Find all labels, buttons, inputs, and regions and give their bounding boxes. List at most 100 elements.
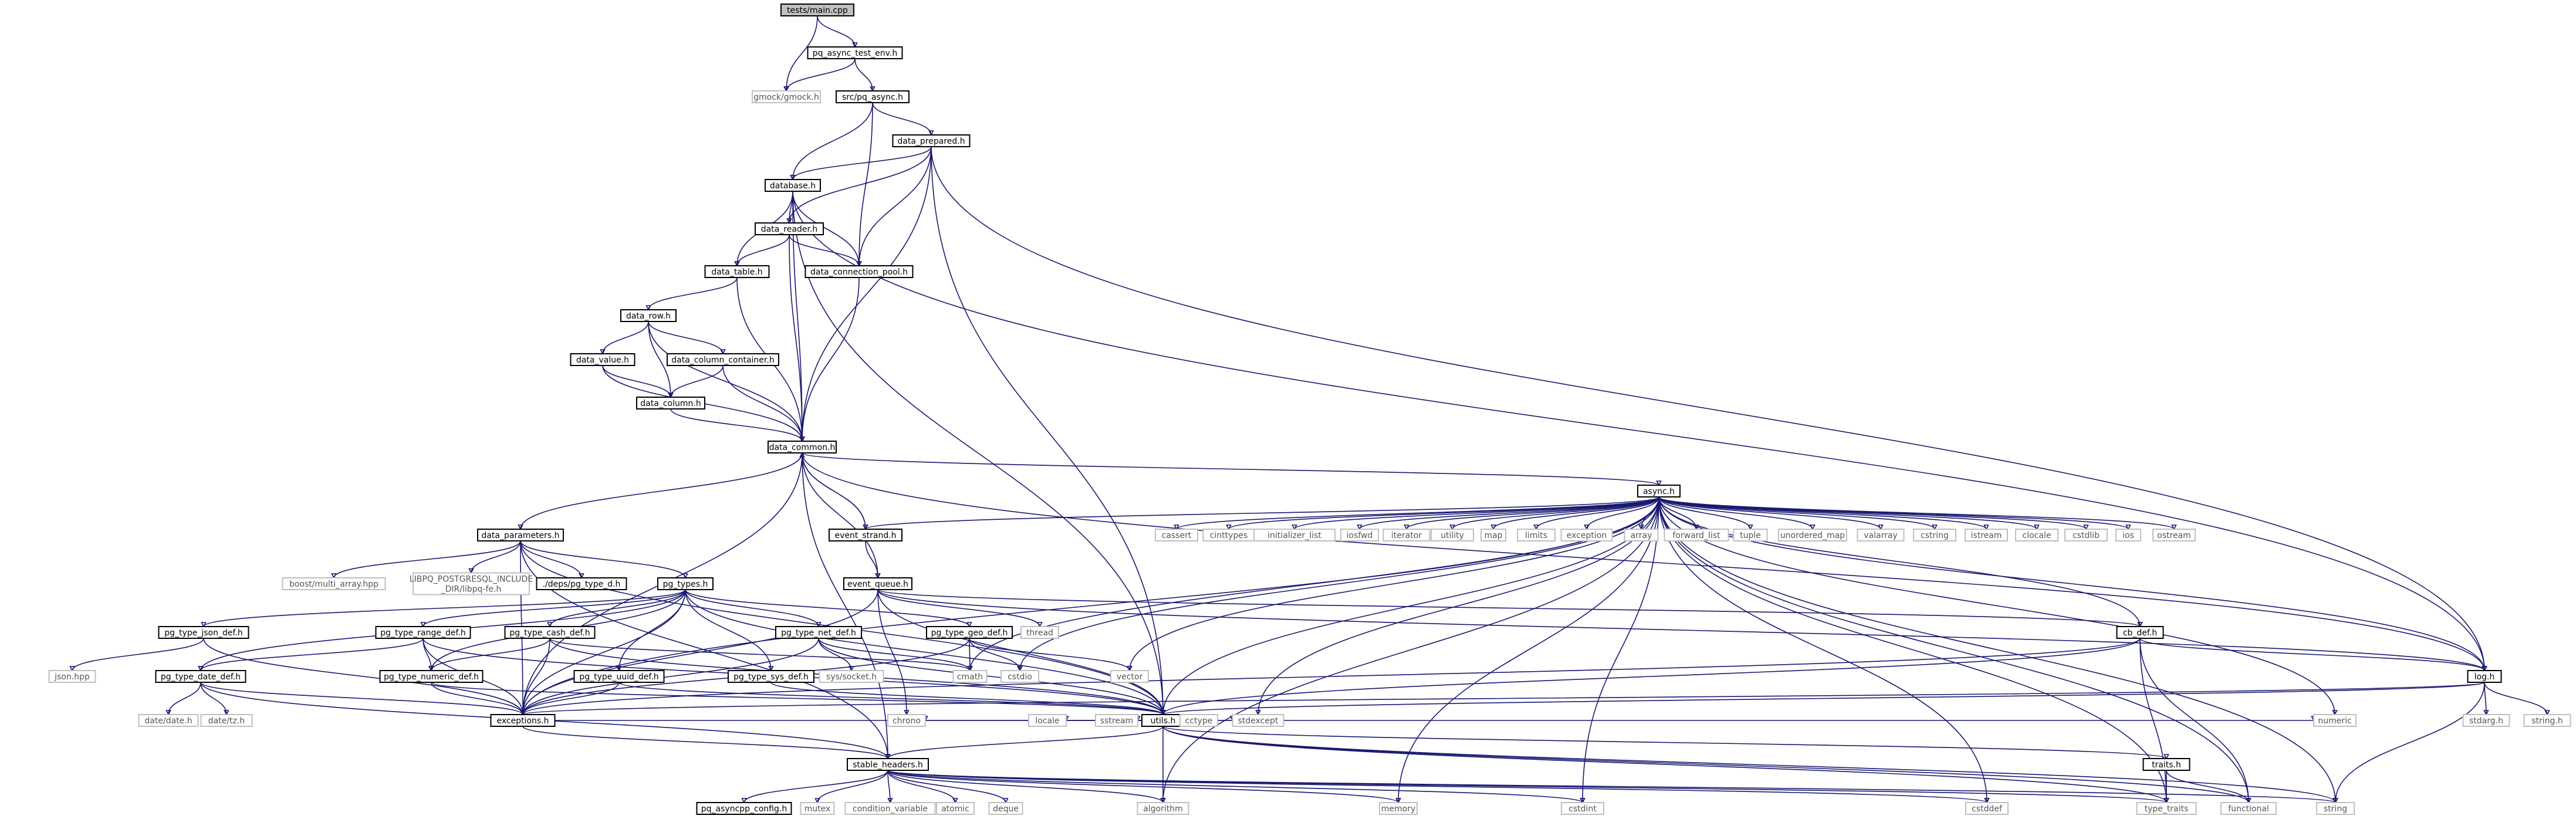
- node-datarow[interactable]: data_row.h: [620, 309, 677, 322]
- node-cmath: cmath: [952, 670, 988, 683]
- node-eventqueue[interactable]: event_queue.h: [843, 577, 912, 590]
- node-pgtypes[interactable]: pg_types.h: [657, 577, 714, 590]
- node-main[interactable]: tests/main.cpp: [780, 4, 854, 16]
- node-box: [775, 626, 862, 639]
- node-box: [2116, 626, 2164, 639]
- node-numeric[interactable]: pg_type_numeric_def.h: [379, 670, 484, 683]
- node-datareader[interactable]: data_reader.h: [755, 222, 824, 235]
- node-eventstrand[interactable]: event_strand.h: [829, 529, 902, 542]
- node-geo[interactable]: pg_type_geo_def.h: [926, 626, 1013, 639]
- node-label: log.h: [2474, 672, 2495, 682]
- node-pqasync[interactable]: src/pq_async.h: [836, 90, 910, 103]
- node-logh[interactable]: log.h: [2467, 670, 2502, 683]
- edge-stable-to-condvar: [887, 770, 893, 804]
- edge-stable-to-cstdint: [887, 770, 1586, 804]
- node-net[interactable]: pg_type_net_def.h: [775, 626, 862, 639]
- edge-dataprep-to-database: [790, 146, 932, 181]
- node-array: array: [1624, 529, 1659, 542]
- node-label: utils.h: [1151, 716, 1176, 726]
- edge-datavalue-to-datacol: [602, 365, 674, 398]
- node-datatable[interactable]: data_table.h: [704, 265, 770, 278]
- node-pgtypeid[interactable]: ./deps/pg_type_d.h: [536, 577, 627, 590]
- arrowhead: [2332, 710, 2338, 716]
- node-asynch[interactable]: async.h: [1637, 485, 1681, 498]
- edge-asynch-to-initlist: [1292, 496, 1659, 530]
- edge-datacommon-to-eventqueue: [802, 452, 881, 579]
- node-clocale: clocale: [2015, 529, 2058, 542]
- node-dataparams[interactable]: data_parameters.h: [477, 529, 564, 542]
- node-label: data_reader.h: [761, 225, 817, 234]
- node-box: [1179, 714, 1218, 727]
- arrowhead: [816, 622, 822, 628]
- node-date[interactable]: pg_type_date_def.h: [155, 670, 246, 683]
- arrowhead: [518, 524, 523, 530]
- node-box: [819, 670, 884, 683]
- node-label: gmock/gmock.h: [753, 93, 819, 102]
- node-label: cstdint: [1568, 804, 1597, 814]
- node-box: [1480, 529, 1506, 542]
- node-pqconfig[interactable]: pq_asyncpp_config.h: [696, 802, 792, 815]
- edge-datacommon-to-eventstrand: [802, 452, 868, 530]
- node-datacolcont[interactable]: data_column_container.h: [667, 353, 779, 366]
- node-label: data_column_container.h: [671, 356, 774, 365]
- node-datavalue[interactable]: data_value.h: [570, 353, 635, 366]
- node-range[interactable]: pg_type_range_def.h: [375, 626, 471, 639]
- node-cbdef[interactable]: cb_def.h: [2116, 626, 2164, 639]
- node-box: [780, 4, 854, 16]
- node-label: ostream: [2157, 531, 2191, 540]
- node-traits[interactable]: traits.h: [2142, 758, 2190, 771]
- arrowhead: [1404, 524, 1409, 530]
- node-utils[interactable]: utils.h: [1141, 714, 1185, 727]
- node-datacol[interactable]: data_column.h: [636, 397, 705, 410]
- node-database[interactable]: database.h: [765, 179, 821, 192]
- node-stable[interactable]: stable_headers.h: [847, 758, 929, 771]
- node-box: [844, 802, 936, 815]
- edge-pgtypes-to-geo: [685, 589, 972, 628]
- arrowhead: [870, 86, 875, 92]
- node-datacommon[interactable]: data_common.h: [768, 441, 837, 454]
- node-label: data_common.h: [769, 443, 836, 452]
- edge-cash-to-cmath: [549, 638, 973, 672]
- node-box: [1382, 529, 1431, 542]
- node-chrono: chrono: [887, 714, 926, 727]
- node-sys[interactable]: pg_type_sys_def.h: [728, 670, 814, 683]
- node-cash[interactable]: pg_type_cash_def.h: [504, 626, 596, 639]
- node-cstdlib: cstdlib: [2064, 529, 2108, 542]
- arrowhead: [783, 86, 789, 92]
- edge-cash-to-numeric: [428, 638, 550, 672]
- node-box: [926, 626, 1013, 639]
- arrowhead: [69, 666, 75, 672]
- edge-pgtypes-to-range: [420, 589, 686, 628]
- node-box: [477, 529, 564, 542]
- arrowhead: [885, 754, 891, 760]
- node-json[interactable]: pg_type_json_def.h: [158, 626, 249, 639]
- node-dataconn[interactable]: data_connection_pool.h: [804, 265, 914, 278]
- edge-eventqueue-to-thread: [877, 589, 1043, 628]
- node-label: LIBPQ_POSTGRESQL_INCLUDE: [410, 575, 533, 584]
- edge-asynch-to-cstdint: [1580, 496, 1659, 804]
- node-label: map: [1484, 531, 1502, 540]
- arrowhead: [967, 666, 973, 672]
- edge-asynch-to-exception: [1584, 496, 1659, 530]
- edge-datacolcont-to-datacol: [668, 365, 724, 398]
- node-box: [1965, 529, 2008, 542]
- node-label: string.h: [2531, 716, 2563, 726]
- node-label: data_row.h: [626, 312, 671, 321]
- node-label: locale: [1035, 716, 1059, 726]
- node-mutex: mutex: [800, 802, 835, 815]
- node-exception: exception: [1560, 529, 1613, 542]
- arrowhead: [1580, 798, 1586, 804]
- node-stdexcept: stdexcept: [1232, 714, 1284, 727]
- edge-datacommon-to-dataparams: [518, 452, 803, 530]
- node-label: pg_type_geo_def.h: [931, 628, 1008, 638]
- node-label: deque: [993, 804, 1019, 814]
- node-box: [536, 577, 627, 590]
- node-pqtestenv[interactable]: pq_async_test_env.h: [807, 46, 903, 59]
- node-limits: limits: [1517, 529, 1556, 542]
- node-exceptions[interactable]: exceptions.h: [490, 714, 556, 727]
- node-box: [704, 265, 770, 278]
- node-uuid[interactable]: pg_type_uuid_def.h: [573, 670, 665, 683]
- arrowhead: [1357, 524, 1363, 530]
- node-dataprep[interactable]: data_prepared.h: [892, 134, 971, 147]
- node-gmock: gmock/gmock.h: [752, 90, 821, 103]
